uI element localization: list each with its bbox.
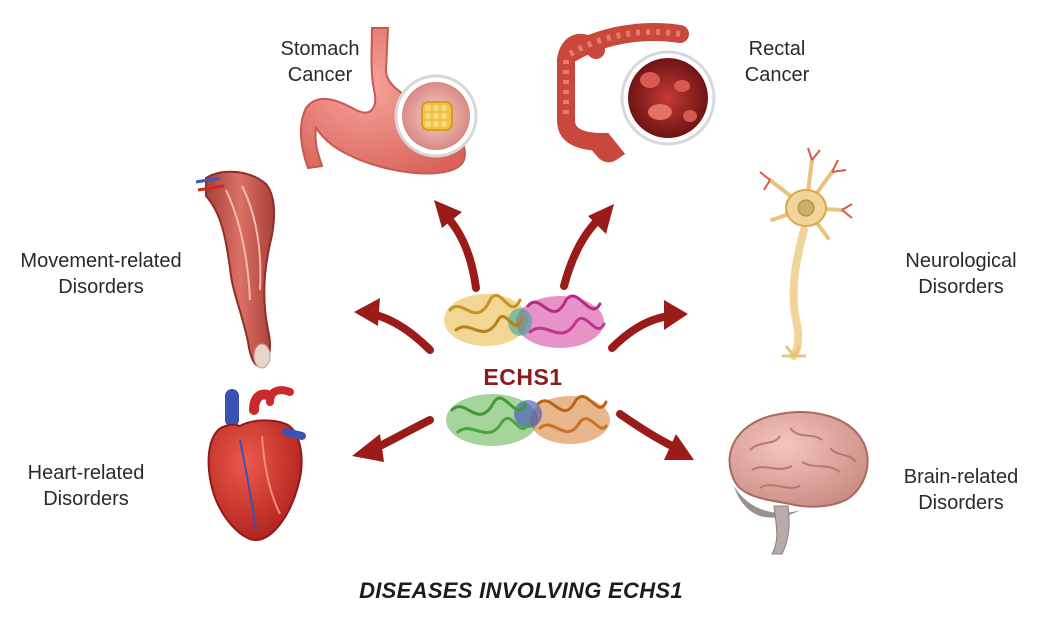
label-movement-disorders: Movement-related Disorders xyxy=(20,250,182,298)
arrow-to-stomach xyxy=(434,200,480,292)
neuron-illustration xyxy=(759,147,853,360)
arrow-to-movement xyxy=(354,298,434,354)
label-stomach-cancer: Stomach Cancer xyxy=(280,38,360,86)
brain-illustration xyxy=(728,411,869,555)
heart-illustration xyxy=(207,386,306,542)
stomach-illustration xyxy=(300,27,478,175)
diagram-caption: DISEASES INVOLVING ECHS1 xyxy=(359,578,683,603)
label-brain-disorders: Brain-related Disorders xyxy=(903,466,1019,514)
arrow-to-heart xyxy=(352,416,434,462)
label-rectal-cancer: Rectal Cancer xyxy=(744,38,810,86)
protein-structure-illustration xyxy=(444,293,610,446)
arrow-to-neuro xyxy=(608,300,688,352)
label-neurological-disorders: Neurological Disorders xyxy=(905,250,1017,298)
arm-muscle-illustration xyxy=(195,170,276,369)
label-heart-disorders: Heart-related Disorders xyxy=(27,462,145,510)
arrow-to-rectal xyxy=(560,204,614,290)
arrow-to-brain xyxy=(616,410,694,460)
colon-illustration xyxy=(557,23,716,163)
center-protein-label: ECHS1 xyxy=(483,364,563,390)
